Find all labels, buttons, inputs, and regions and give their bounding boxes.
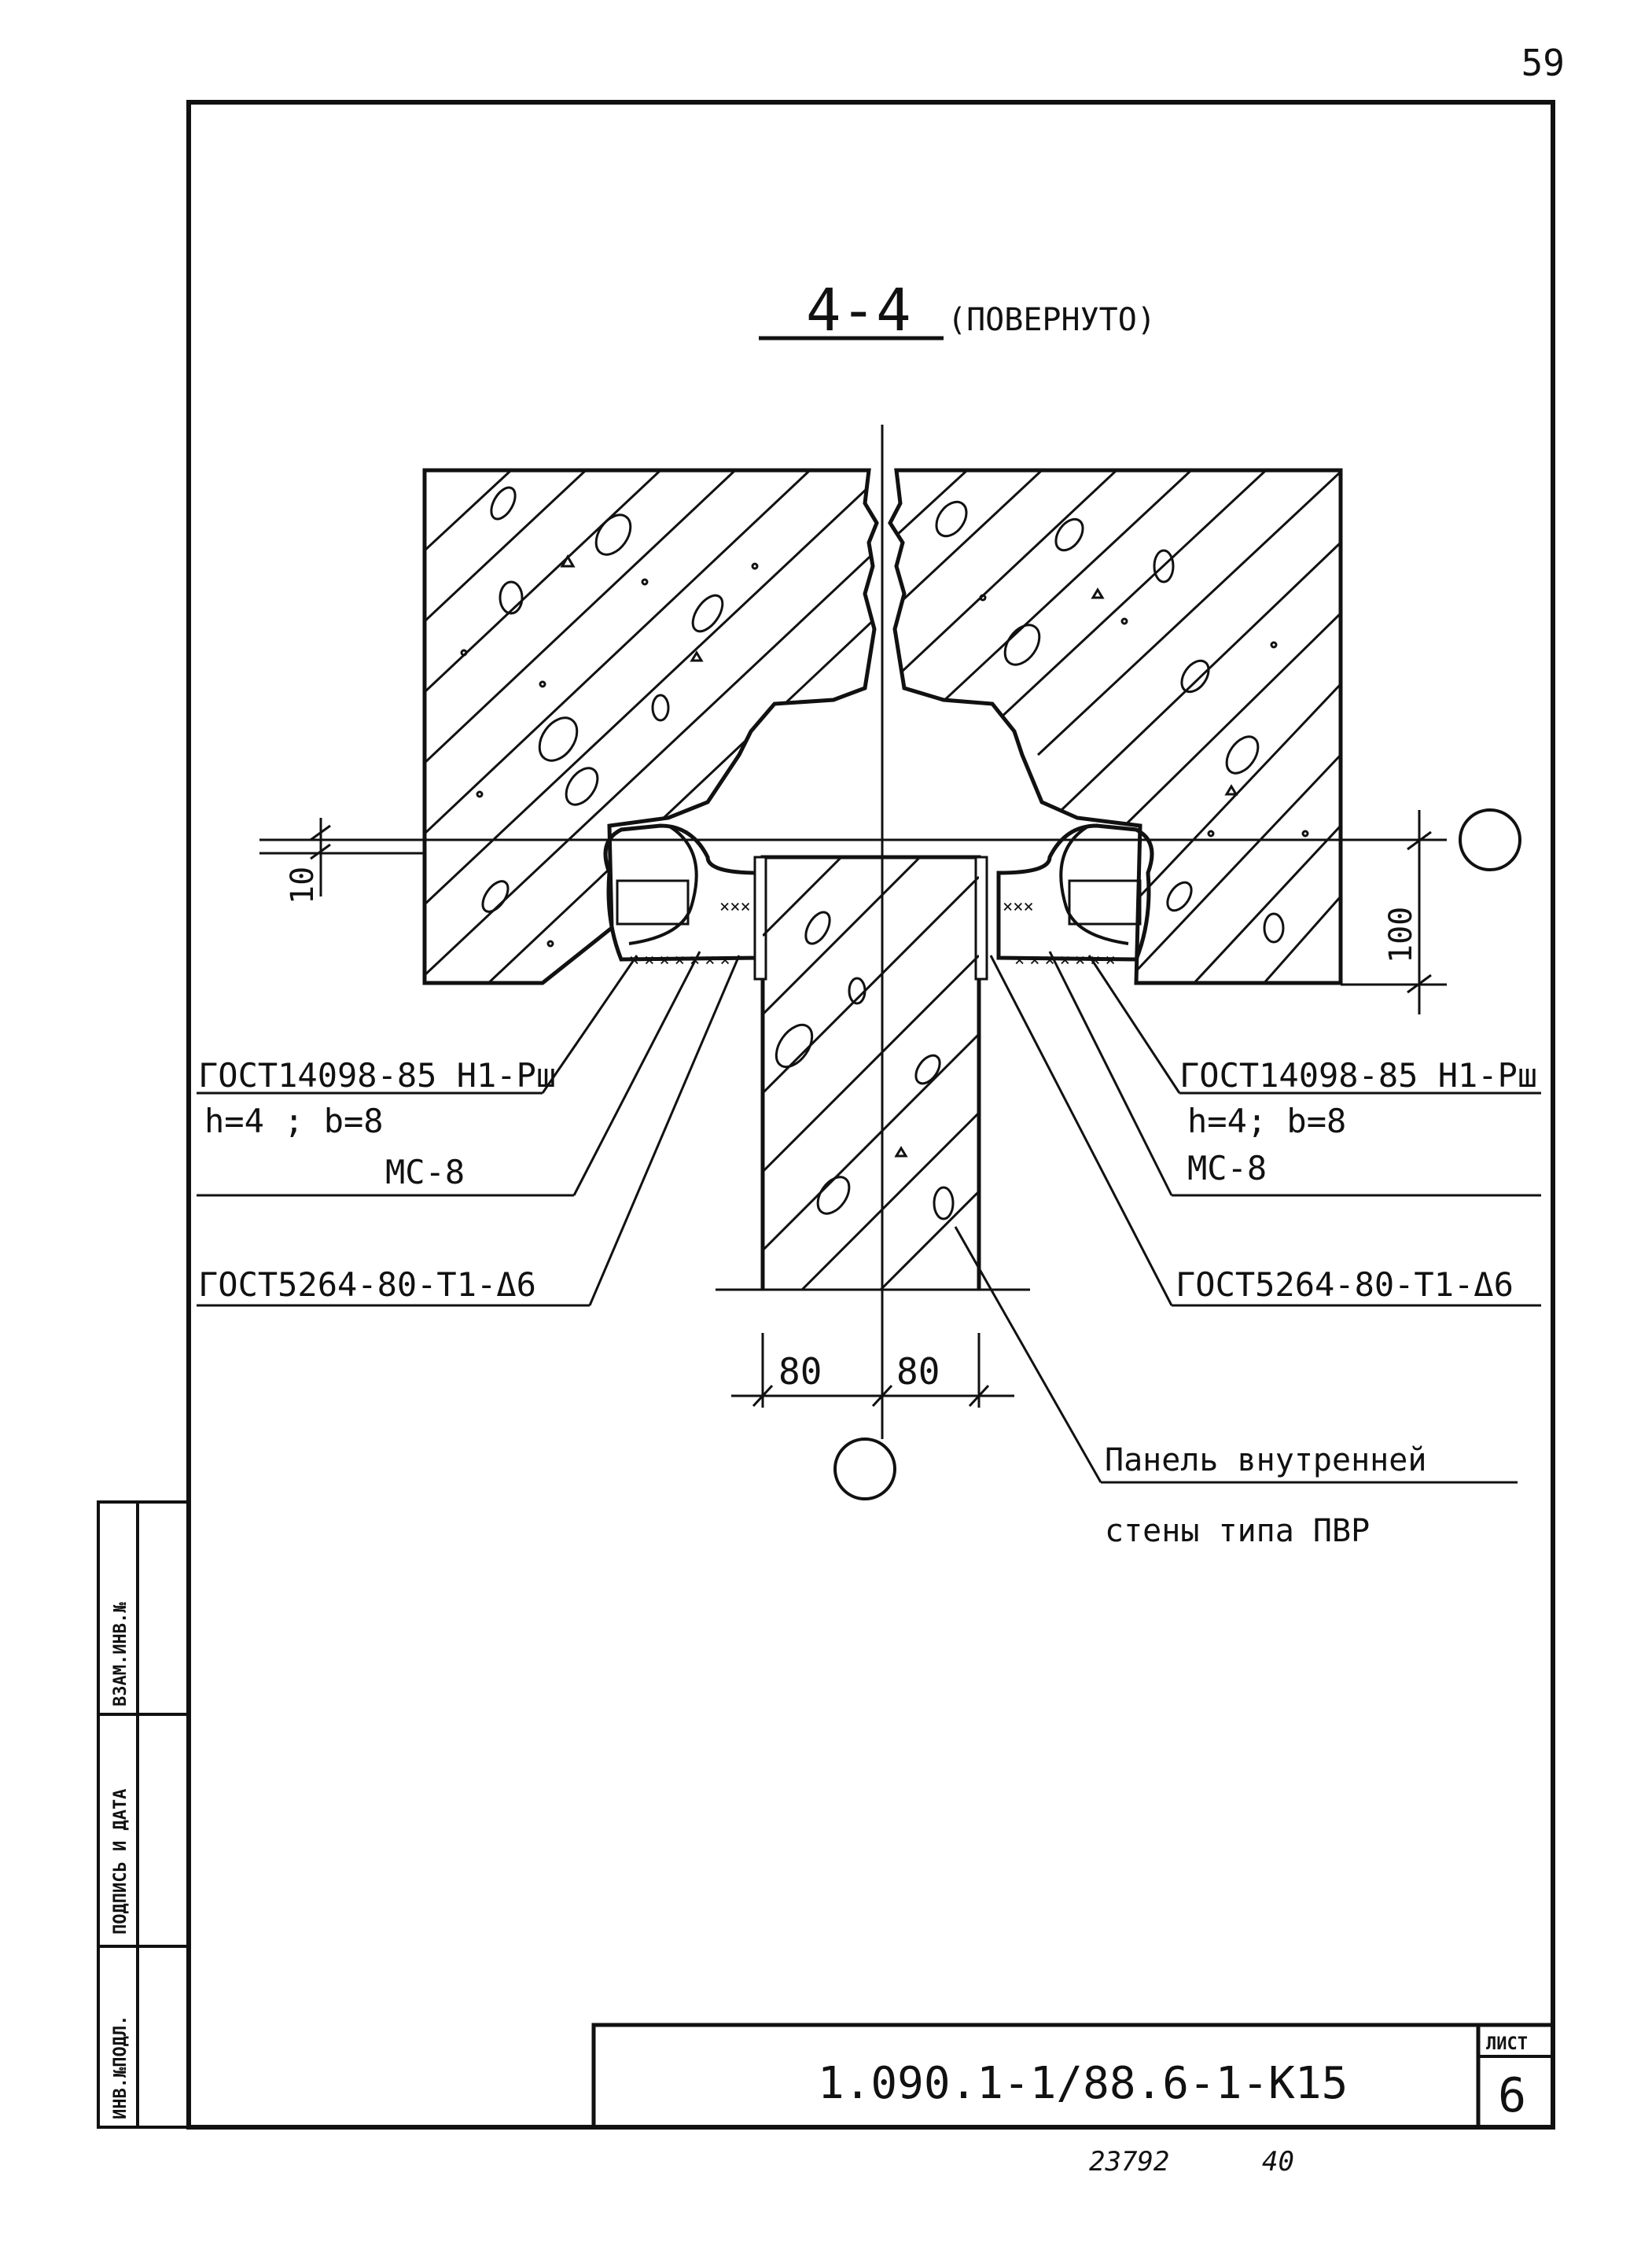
left-weld: ГОСТ5264-80-Т1-Δ6: [198, 1265, 536, 1304]
left-callouts: ГОСТ14098-85 Н1-Рш h=4 ; b=8 МС-8 ГОСТ52…: [197, 951, 741, 1307]
sheet-number: 6: [1498, 2068, 1526, 2123]
right-plate: [974, 856, 988, 981]
svg-text:×××: ×××: [1003, 897, 1034, 917]
left-mastic: МС-8: [385, 1153, 465, 1191]
right-mastic: МС-8: [1187, 1149, 1267, 1187]
svg-text:×××: ×××: [719, 897, 751, 917]
left-seal: ××××××× ×××: [603, 823, 761, 970]
panel-label-line2: стены типа ПВР: [1105, 1513, 1370, 1549]
dimension-bottom: 80 80: [731, 1333, 1014, 1408]
section-note: (ПОВЕРНУТО): [947, 302, 1156, 338]
signature-date-label: ПОДПИСЬ И ДАТА: [111, 1789, 131, 1935]
dimension-right: 100: [1341, 810, 1447, 1014]
inv-orig-label: ИНВ.№ПОДЛ.: [111, 2016, 131, 2119]
right-seal-dims: h=4; b=8: [1187, 1102, 1346, 1140]
right-weld: ГОСТ5264-80-Т1-Δ6: [1176, 1265, 1514, 1304]
axis-marker-right: [1459, 808, 1521, 871]
panel-label-line1: Панель внутренней: [1105, 1442, 1426, 1478]
dimension-left: 10: [259, 818, 425, 904]
left-seal-standard: ГОСТ14098-85 Н1-Рш: [198, 1056, 556, 1095]
exchange-inv-label: ВЗАМ.ИНВ.№: [111, 1602, 131, 1706]
left-plate: [753, 856, 767, 981]
left-slab-aggregate: [460, 486, 759, 948]
svg-text:×××××××: ×××××××: [629, 951, 735, 970]
dim-half-right: 80: [896, 1350, 940, 1393]
dim-left-gap: 10: [285, 867, 321, 904]
dim-right-depth: 100: [1383, 907, 1419, 963]
axis-marker-bottom: [833, 1438, 896, 1500]
panel-callout: Панель внутренней стены типа ПВР: [954, 1226, 1518, 1549]
dim-half-left: 80: [778, 1350, 822, 1393]
margin-stamp: ВЗАМ.ИНВ.№ ПОДПИСЬ И ДАТА ИНВ.№ПОДЛ.: [97, 1500, 190, 2129]
right-seal: ××××××× ×××: [996, 823, 1154, 970]
section-title: 4-4: [806, 277, 911, 344]
drawing-code: 1.090.1-1/88.6-1-К15: [818, 2058, 1348, 2109]
right-slab-aggregate: [935, 500, 1309, 944]
page-number: 59: [1521, 42, 1565, 84]
sheet-label: ЛИСТ: [1486, 2034, 1528, 2054]
copy-number: 40: [1262, 2146, 1294, 2178]
wall-panel: [716, 855, 1030, 1291]
right-seal-standard: ГОСТ14098-85 Н1-Рш: [1179, 1056, 1537, 1095]
right-callouts: ГОСТ14098-85 Н1-Рш h=4; b=8 МС-8 ГОСТ526…: [989, 951, 1541, 1307]
sheet-frame: [186, 100, 1555, 2130]
right-slab: [888, 468, 1343, 985]
svg-text:×××××××: ×××××××: [1014, 951, 1120, 970]
title-block: 1.090.1-1/88.6-1-К15 ЛИСТ 6: [591, 2023, 1555, 2130]
left-seal-dims: h=4 ; b=8: [204, 1102, 384, 1140]
archive-number: 23792: [1089, 2146, 1169, 2178]
right-slab-hatch: [890, 470, 1341, 983]
